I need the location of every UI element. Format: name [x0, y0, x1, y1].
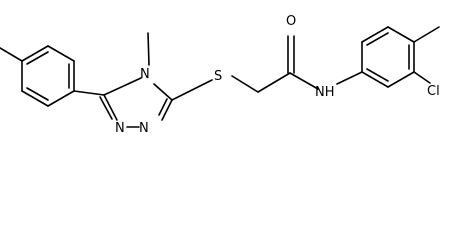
atom-sulfur: S	[214, 69, 222, 84]
molecule-svg: N N N S O NH Cl	[0, 14, 440, 136]
atom-n-methyl: N	[140, 67, 150, 82]
atom-oxygen: O	[286, 14, 296, 29]
chloromethylphenyl-ring	[361, 26, 415, 88]
atom-n-bottom-right: N	[139, 121, 149, 136]
atom-chlorine: Cl	[427, 84, 440, 99]
triazole-sulfur-bond	[171, 79, 213, 101]
sulfur-ch2-bond	[231, 75, 259, 93]
atom-n-bottom-left: N	[115, 121, 125, 136]
ch2-carbonyl-bond	[257, 72, 291, 93]
molecule-structure: N N N S O NH Cl	[0, 14, 440, 136]
nh-aryl-bond	[336, 71, 363, 85]
atom-amide-nh: NH	[315, 85, 335, 100]
aryl-methyl-bond	[413, 26, 440, 43]
aryl-chlorine-bond	[413, 71, 431, 84]
carbonyl-nh-bond	[289, 72, 319, 90]
triazole-ring	[99, 77, 173, 128]
tolyl-ring	[21, 45, 75, 107]
tolyl-methyl-bond	[0, 47, 23, 62]
tolyl-triazole-bond	[73, 90, 105, 96]
n-methyl-bond	[147, 32, 150, 66]
